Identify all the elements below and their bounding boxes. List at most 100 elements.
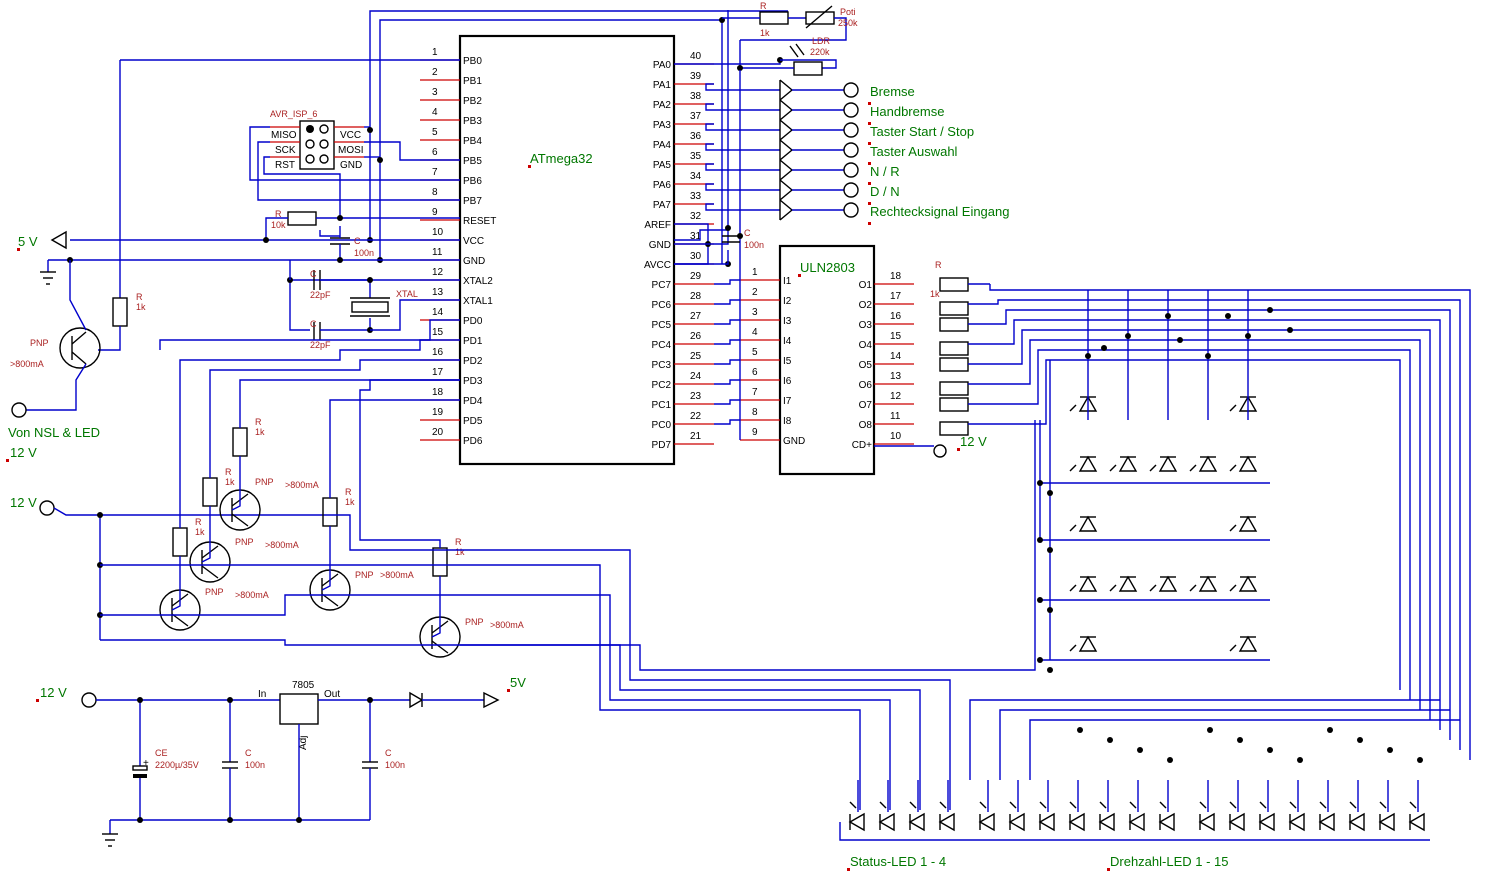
reset-network: R 10k C 100n	[48, 209, 460, 263]
mcu-pin-number: 4	[432, 107, 438, 118]
r-pnp-label: R	[255, 417, 262, 427]
uln-pin-name: O2	[859, 300, 873, 311]
mcu-pin-number: 27	[690, 311, 702, 322]
regulator-section: 12 V 7805 In Out Adj 5V + CE 2200µ/35V C…	[36, 675, 526, 847]
uln-pin-number: 17	[890, 291, 902, 302]
v12-reg-label: 12 V	[40, 685, 67, 700]
v5-reg-label: 5V	[510, 675, 526, 690]
uln-pin-number: 10	[890, 431, 902, 442]
mcu-pin-number: 26	[690, 331, 702, 342]
mcu-pin-number: 13	[432, 287, 444, 298]
mcu-pin-number: 34	[690, 171, 702, 182]
input-label: Taster Start / Stop	[870, 124, 974, 139]
mcu-pin-number: 7	[432, 167, 438, 178]
uln2803-label: ULN2803	[800, 260, 855, 275]
ground-left	[40, 260, 56, 285]
mcu-pin-number: 6	[432, 147, 438, 158]
mcu-pin-number: 28	[690, 291, 702, 302]
matrix-led	[1238, 515, 1258, 532]
isp-pin-sck: SCK	[275, 145, 296, 156]
uln-pin-number: 7	[752, 387, 758, 398]
uln-pin-number: 9	[752, 427, 758, 438]
input-label: N / R	[870, 164, 900, 179]
uln-pin-number: 18	[890, 271, 902, 282]
mcu-left-pins: 1PB02PB13PB24PB35PB46PB57PB68PB79RESET10…	[420, 47, 496, 447]
mcu-pin-name: PC5	[652, 320, 672, 331]
mcu-pin-number: 9	[432, 207, 438, 218]
r-uln-label: R	[935, 260, 942, 270]
uln-pin-name: O4	[859, 340, 873, 351]
uln-pin-number: 5	[752, 347, 758, 358]
reg-name: 7805	[292, 680, 315, 691]
pnp-rating: >800mA	[285, 480, 319, 490]
r-pnp-value: 1k	[195, 527, 205, 537]
mcu-pin-name: PA6	[653, 180, 672, 191]
mcu-pin-name: AREF	[644, 220, 671, 231]
input-label: Taster Auswahl	[870, 144, 958, 159]
pnp-nsl-label: PNP	[30, 338, 49, 348]
matrix-led	[1078, 515, 1098, 532]
c-x1-label: C	[310, 269, 317, 279]
mcu-pin-name: PC6	[652, 300, 672, 311]
uln-pin-number: 3	[752, 307, 758, 318]
uln-pin-number: 2	[752, 287, 758, 298]
mcu-pin-number: 18	[432, 387, 444, 398]
c-in-label: C	[245, 748, 252, 758]
matrix-led	[1238, 635, 1258, 652]
mcu-pin-number: 11	[432, 247, 443, 258]
mcu-pin-number: 35	[690, 151, 702, 162]
pc-to-uln-wires	[714, 279, 740, 425]
avcc-cap: C 100n	[674, 223, 764, 267]
mcu-pin-name: PC2	[652, 380, 672, 391]
c-out-label: C	[385, 748, 392, 758]
r-nsl-label: R	[136, 292, 143, 302]
mcu-pin-number: 2	[432, 67, 438, 78]
mcu-pin-number: 36	[690, 131, 702, 142]
mcu-pin-name: PB1	[463, 76, 482, 87]
matrix-led	[1118, 455, 1138, 472]
matrix-led	[1158, 575, 1178, 592]
mcu-pin-name: PB2	[463, 96, 482, 107]
mcu-pin-name: PC3	[652, 360, 672, 371]
uln-pin-name: I3	[783, 316, 792, 327]
isp-pin-miso: MISO	[271, 130, 297, 141]
bottom-labels: Status-LED 1 - 4 Drehzahl-LED 1 - 15	[847, 854, 1229, 871]
ce-label: CE	[155, 748, 168, 758]
mcu-pin-number: 12	[432, 267, 444, 278]
mcu-pin-number: 22	[690, 411, 702, 422]
mcu-pin-number: 15	[432, 327, 444, 338]
isp-wires	[249, 126, 460, 220]
uln-pin-name: I6	[783, 376, 792, 387]
matrix-led	[1198, 575, 1218, 592]
mcu-pin-name: PB3	[463, 116, 482, 127]
uln-pin-name: O3	[859, 320, 873, 331]
matrix-led	[1078, 635, 1098, 652]
c-avcc-label: C	[744, 228, 751, 238]
bottom-led	[1288, 812, 1305, 832]
mcu-pin-name: PC0	[652, 420, 672, 431]
atmega32-chip: ATmega32 1PB02PB13PB24PB35PB46PB57PB68PB…	[420, 34, 714, 466]
uln-pin-name: O6	[859, 380, 873, 391]
mcu-pin-name: PB6	[463, 176, 482, 187]
mcu-pin-number: 5	[432, 127, 438, 138]
c-x2-value: 22pF	[310, 340, 331, 350]
mcu-pin-name: XTAL1	[463, 296, 493, 307]
bottom-led	[978, 812, 995, 832]
r-reset-value: 10k	[271, 220, 286, 230]
bottom-led	[1038, 812, 1055, 832]
uln-12v-label: 12 V	[960, 434, 987, 449]
mcu-pin-number: 40	[690, 51, 702, 62]
v5-left-label: 5 V	[18, 234, 38, 249]
mcu-pin-number: 39	[690, 71, 702, 82]
mcu-pin-number: 8	[432, 187, 438, 198]
ce-value: 2200µ/35V	[155, 760, 199, 770]
r-pnp-label: R	[455, 537, 462, 547]
ldr-label: LDR	[812, 36, 831, 46]
poti-value: 250k	[838, 18, 858, 28]
bottom-leds	[839, 699, 1460, 841]
isp-header: AVR_ISP_6 MISO SCK RST VCC MOSI GND	[270, 109, 364, 171]
input-label: Bremse	[870, 84, 915, 99]
mcu-pin-name: PA5	[653, 160, 672, 171]
